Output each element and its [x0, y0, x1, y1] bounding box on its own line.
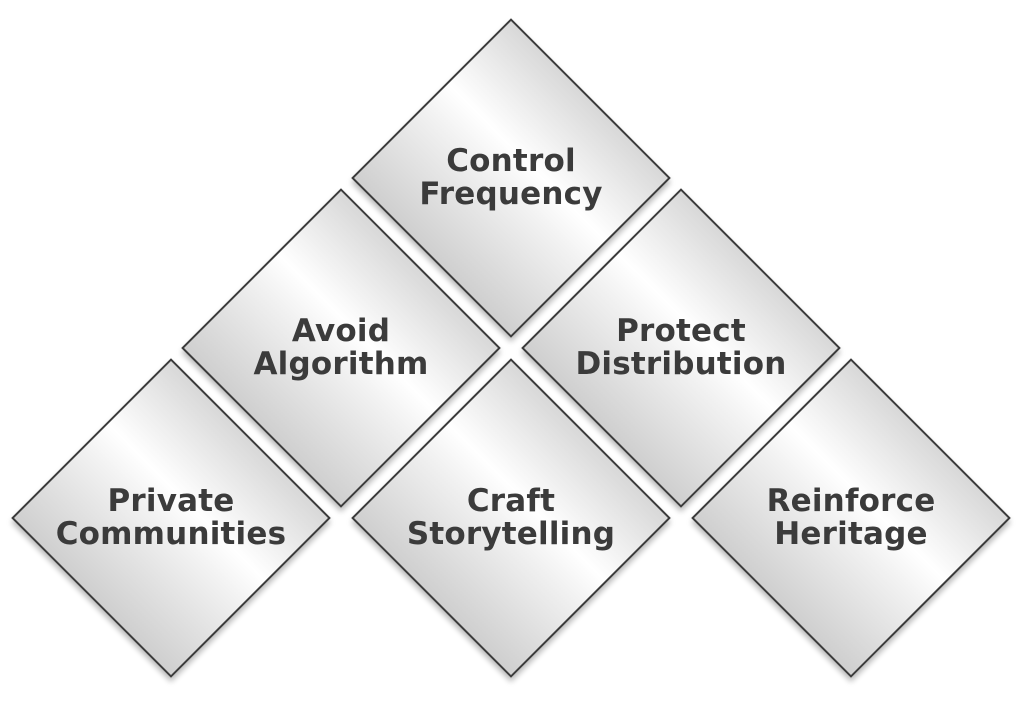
diamond-shape	[691, 358, 1011, 678]
diamond-craft-storytelling: Craft Storytelling	[351, 358, 671, 678]
diamond-private-communities: Private Communities	[11, 358, 331, 678]
diamond-shape	[351, 358, 671, 678]
diamond-reinforce-heritage: Reinforce Heritage	[691, 358, 1011, 678]
diamond-shape	[11, 358, 331, 678]
